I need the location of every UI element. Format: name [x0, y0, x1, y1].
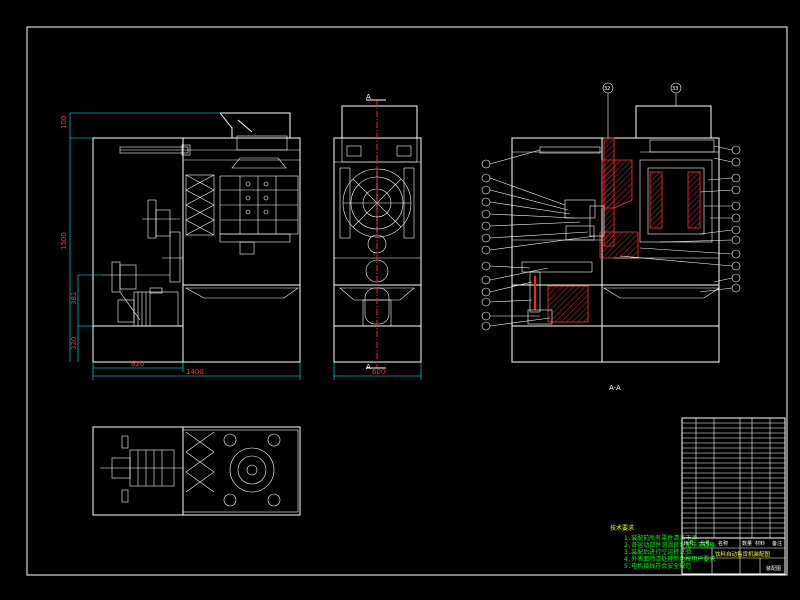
front-view: 100 1500 381 320 620 1400 [60, 112, 301, 380]
title-block: 序号 代号 名称 数量 材料 备注 饮料自动售货机装配图 装配图 [681, 417, 786, 575]
title-footer: 装配图 [766, 565, 781, 572]
front-dim-top: 100 [60, 116, 68, 129]
section-view: 32 33 [481, 82, 741, 392]
front-dim-mid: 381 [70, 292, 78, 305]
note-line-2: 2.各运动部件润滑良好无卡滞现象 [624, 541, 715, 549]
front-dim-total-height: 1500 [60, 232, 68, 250]
note-line-5: 5.电机接线符合安全规范 [624, 562, 691, 570]
drawing-title: 饮料自动售货机装配图 [715, 550, 771, 558]
left-balloons [481, 149, 596, 331]
section-mark-top: A [366, 93, 371, 101]
side-view: A A 600 [333, 93, 422, 380]
note-line-3: 3.装配后进行空运转试验 [624, 548, 691, 556]
balloon-top-left: 32 [604, 86, 610, 92]
note-line-4: 4.外表面喷漆处理颜色按用户要求 [624, 555, 715, 563]
top-view [92, 426, 301, 516]
section-title: A-A [609, 384, 621, 392]
title-block-header-3: 名称 [718, 540, 728, 547]
drawing-frame [26, 26, 788, 576]
title-block-header-1: 序号 [684, 540, 694, 547]
front-dim-width-total: 1400 [186, 368, 204, 376]
front-dim-width-inner: 620 [131, 360, 144, 368]
title-block-header-5: 材料 [755, 540, 765, 547]
title-block-header-4: 数量 [742, 540, 752, 547]
front-dim-bottom: 320 [70, 337, 78, 350]
title-block-header-2: 代号 [700, 540, 710, 547]
note-line-1: 1.装配前所有零件清洗干净 [624, 534, 697, 542]
notes-heading: 技术要求 [610, 524, 634, 532]
side-dim-width: 600 [372, 368, 385, 376]
section-mark-bottom: A [366, 363, 371, 371]
balloon-top-right: 33 [672, 86, 678, 92]
technical-notes: 技术要求 1.装配前所有零件清洗干净 2.各运动部件润滑良好无卡滞现象 3.装配… [610, 524, 715, 570]
right-balloons [619, 145, 741, 293]
title-block-header-6: 备注 [772, 540, 782, 547]
